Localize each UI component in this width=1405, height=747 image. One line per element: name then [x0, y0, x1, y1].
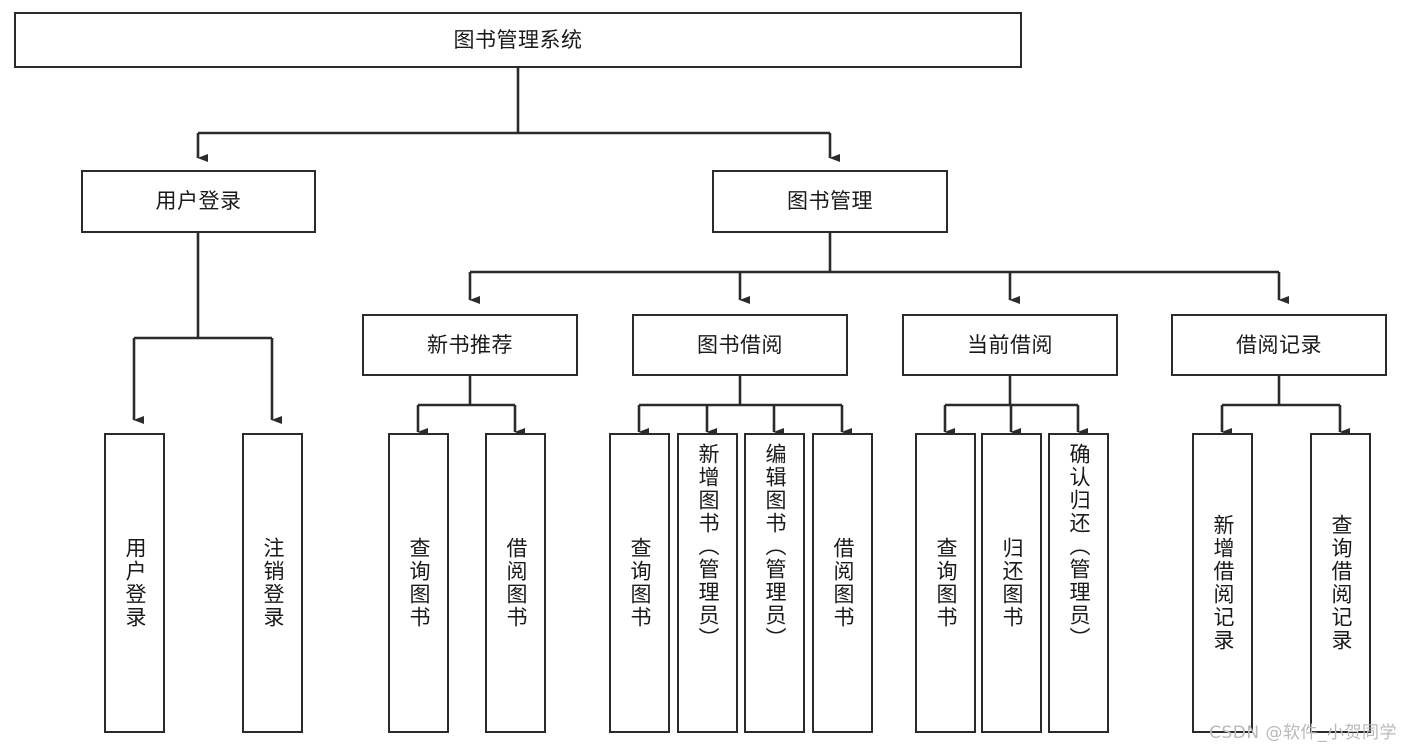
- node-book-borrow[interactable]: 图书借阅: [632, 314, 848, 376]
- leaf-query-borrow-record-label: 查询借阅记录: [1328, 514, 1353, 652]
- node-root-label: 图书管理系统: [453, 27, 583, 52]
- leaf-confirm-return-admin-label: 确认归还（管理员）: [1066, 443, 1091, 650]
- leaf-borrow-book-1[interactable]: 借阅图书: [485, 433, 546, 733]
- node-borrow-record-label: 借阅记录: [1236, 332, 1322, 357]
- node-book-management[interactable]: 图书管理: [712, 170, 948, 233]
- leaf-edit-book-admin-label: 编辑图书（管理员）: [762, 443, 787, 650]
- node-book-borrow-label: 图书借阅: [697, 332, 783, 357]
- leaf-add-borrow-record[interactable]: 新增借阅记录: [1192, 433, 1253, 733]
- node-new-book-recommend[interactable]: 新书推荐: [362, 314, 578, 376]
- leaf-user-login-label: 用户登录: [122, 537, 147, 629]
- node-user-login-label: 用户登录: [155, 189, 242, 214]
- leaf-return-book-label: 归还图书: [999, 537, 1024, 629]
- node-book-management-label: 图书管理: [787, 189, 873, 214]
- leaf-add-book-admin[interactable]: 新增图书（管理员）: [677, 433, 738, 733]
- node-user-login[interactable]: 用户登录: [81, 170, 316, 233]
- leaf-query-borrow-record[interactable]: 查询借阅记录: [1310, 433, 1371, 733]
- leaf-query-book-1-label: 查询图书: [406, 537, 431, 629]
- leaf-query-book-2-label: 查询图书: [627, 537, 652, 629]
- leaf-borrow-book-1-label: 借阅图书: [503, 537, 528, 629]
- leaf-add-book-admin-label: 新增图书（管理员）: [695, 443, 720, 650]
- leaf-confirm-return-admin[interactable]: 确认归还（管理员）: [1048, 433, 1109, 733]
- node-borrow-record[interactable]: 借阅记录: [1171, 314, 1387, 376]
- leaf-query-book-3-label: 查询图书: [933, 537, 958, 629]
- leaf-query-book-3[interactable]: 查询图书: [915, 433, 976, 733]
- leaf-query-book-1[interactable]: 查询图书: [388, 433, 449, 733]
- leaf-logout-login[interactable]: 注销登录: [242, 433, 303, 733]
- leaf-add-borrow-record-label: 新增借阅记录: [1210, 514, 1235, 652]
- leaf-return-book[interactable]: 归还图书: [981, 433, 1042, 733]
- node-current-borrow-label: 当前借阅: [967, 332, 1053, 357]
- node-new-book-recommend-label: 新书推荐: [427, 332, 513, 357]
- leaf-borrow-book-2[interactable]: 借阅图书: [812, 433, 873, 733]
- leaf-borrow-book-2-label: 借阅图书: [830, 537, 855, 629]
- leaf-edit-book-admin[interactable]: 编辑图书（管理员）: [744, 433, 805, 733]
- leaf-user-login[interactable]: 用户登录: [104, 433, 165, 733]
- watermark: CSDN @软件_小贺同学: [1209, 723, 1397, 743]
- node-current-borrow[interactable]: 当前借阅: [902, 314, 1118, 376]
- leaf-query-book-2[interactable]: 查询图书: [609, 433, 670, 733]
- leaf-logout-login-label: 注销登录: [260, 537, 285, 629]
- node-root[interactable]: 图书管理系统: [14, 12, 1022, 68]
